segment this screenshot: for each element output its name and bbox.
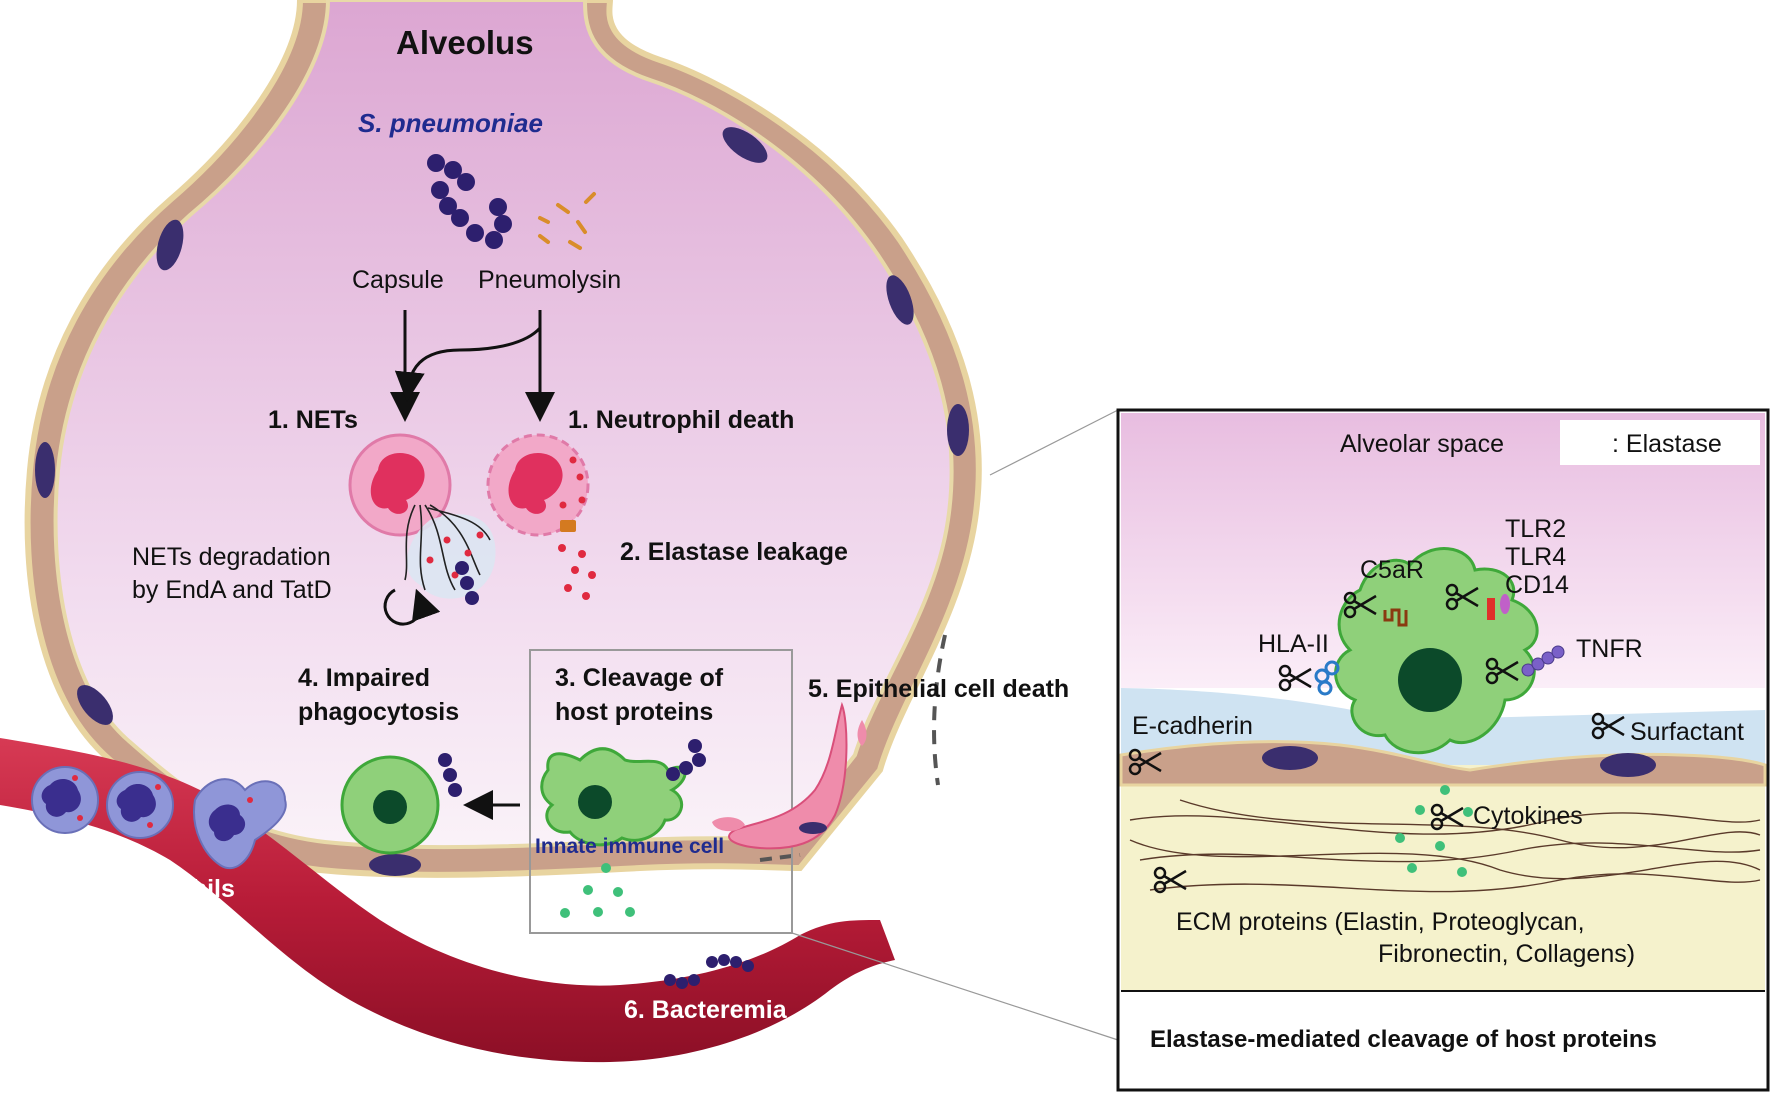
- dying-epithelial-cell: [712, 701, 867, 850]
- zoom-line: [791, 932, 1119, 1041]
- step-cleavage-line2: host proteins: [555, 698, 713, 726]
- tnfr-receptor: [1521, 645, 1565, 677]
- capsule-label: Capsule: [352, 266, 444, 294]
- step-neutrophil-death: 1. Neutrophil death: [568, 406, 794, 434]
- cytokine-dots: [560, 863, 635, 918]
- hla-receptor: [1314, 660, 1340, 696]
- nucleus: [886, 275, 914, 325]
- inset-caption: Elastase-mediated cleavage of host prote…: [1150, 1026, 1657, 1053]
- step-impaired-line2: phagocytosis: [298, 698, 459, 726]
- alveolus-title: Alveolus: [396, 24, 534, 61]
- inset-panel: [1116, 408, 1770, 1092]
- tnfr-label: TNFR: [1576, 635, 1643, 663]
- innate-immune-cell-label: Innate immune cell: [535, 835, 724, 858]
- scissors-icon: [1343, 591, 1377, 619]
- step-bacteremia: 6. Bacteremia: [624, 996, 788, 1024]
- scissors-icon: [1591, 712, 1625, 740]
- nucleus: [1600, 753, 1656, 777]
- phagocyte: [340, 753, 462, 855]
- tlr2-label: TLR2: [1505, 515, 1566, 543]
- bloodstream-bacteria: [664, 954, 754, 989]
- dying-neutrophil: [486, 433, 590, 537]
- bacteria-chain: [427, 154, 512, 249]
- scissors-icon: [1430, 803, 1464, 831]
- ecadherin-label: E-cadherin: [1132, 712, 1253, 740]
- elastase-dots: [558, 544, 596, 600]
- alveolus: [24, 0, 982, 878]
- nucleus: [35, 442, 55, 498]
- nucleus: [947, 404, 969, 456]
- ecm-fibers: [1129, 799, 1761, 893]
- step-cleavage-line1: 3. Cleavage of: [555, 664, 724, 692]
- innate-immune-cell: [540, 739, 706, 847]
- nucleus: [1262, 746, 1318, 770]
- nucleus: [77, 685, 113, 725]
- scissors-icon: [1445, 583, 1479, 611]
- vessel-neutrophils: [31, 766, 287, 870]
- cytokines-label: Cytokines: [1473, 802, 1583, 830]
- c5ar-label: C5aR: [1360, 556, 1424, 584]
- pneumolysin-toxin: [538, 192, 596, 250]
- step-epithelial-death: 5. Epithelial cell death: [808, 675, 1069, 703]
- elastase-legend: [1560, 420, 1760, 465]
- cd14-label: CD14: [1505, 571, 1569, 599]
- step-impaired-line1: 4. Impaired: [298, 664, 430, 692]
- inset-macrophage: [1334, 547, 1539, 755]
- hla-label: HLA-II: [1258, 630, 1329, 658]
- net-neutrophil: [348, 433, 496, 626]
- broken-wall: [932, 634, 947, 786]
- cleavage-box: [529, 649, 793, 934]
- nucleus: [156, 219, 184, 271]
- broken-wall: [759, 853, 801, 862]
- alveolar-space-label: Alveolar space: [1340, 430, 1504, 458]
- tlr4-label: TLR4: [1505, 543, 1566, 571]
- ecm-line1: ECM proteins (Elastin, Proteoglycan,: [1176, 908, 1585, 936]
- inset-cytokines: [1395, 785, 1473, 877]
- c5ar-receptor: [1383, 608, 1408, 627]
- zoom-line: [989, 409, 1119, 476]
- scissors-icon: [1278, 664, 1312, 692]
- surfactant-label: Surfactant: [1630, 718, 1744, 746]
- pathogen-name: S. pneumoniae: [358, 108, 543, 138]
- step-elastase-leakage: 2. Elastase leakage: [620, 538, 848, 566]
- tlr-receptor: [1487, 594, 1510, 620]
- nets-degradation-line1: NETs degradation: [132, 543, 331, 571]
- elastase-legend-label: : Elastase: [1612, 430, 1722, 458]
- nucleus: [369, 854, 421, 876]
- scissors-icon: [1128, 748, 1162, 776]
- step-nets: 1. NETs: [268, 406, 358, 434]
- neutrophils-label: Neutrophils: [96, 875, 235, 903]
- scissors-icon: [1153, 866, 1187, 894]
- ecm-line2: Fibronectin, Collagens): [1378, 940, 1635, 968]
- nucleus: [722, 127, 768, 163]
- pathway-arrows: [390, 310, 555, 422]
- nets-degradation-line2: by EndA and TatD: [132, 576, 332, 604]
- pneumolysin-label: Pneumolysin: [478, 266, 621, 294]
- scissors-icon: [1485, 657, 1519, 685]
